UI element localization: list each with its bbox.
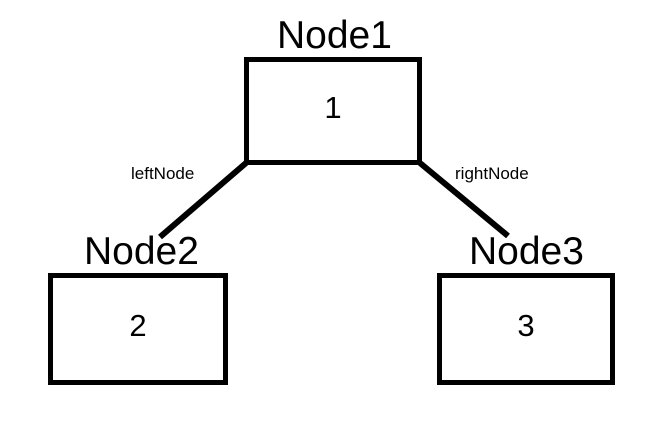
right-child-node-title: Node3: [469, 230, 584, 273]
root-node-title: Node1: [277, 14, 392, 57]
right-child-node-value: 3: [517, 307, 535, 343]
root-node-value: 1: [324, 89, 342, 125]
root-node-box[interactable]: 1: [244, 57, 422, 165]
edge-line-left-node: [158, 160, 248, 240]
right-child-node-box[interactable]: 3: [437, 273, 615, 385]
left-child-node-value: 2: [129, 307, 147, 343]
edge-line-right-node: [418, 160, 510, 239]
left-child-node-box[interactable]: 2: [48, 273, 228, 385]
edge-label-left-node: leftNode: [131, 164, 195, 183]
left-child-node-title: Node2: [84, 230, 199, 273]
edge-label-right-node: rightNode: [455, 164, 529, 183]
